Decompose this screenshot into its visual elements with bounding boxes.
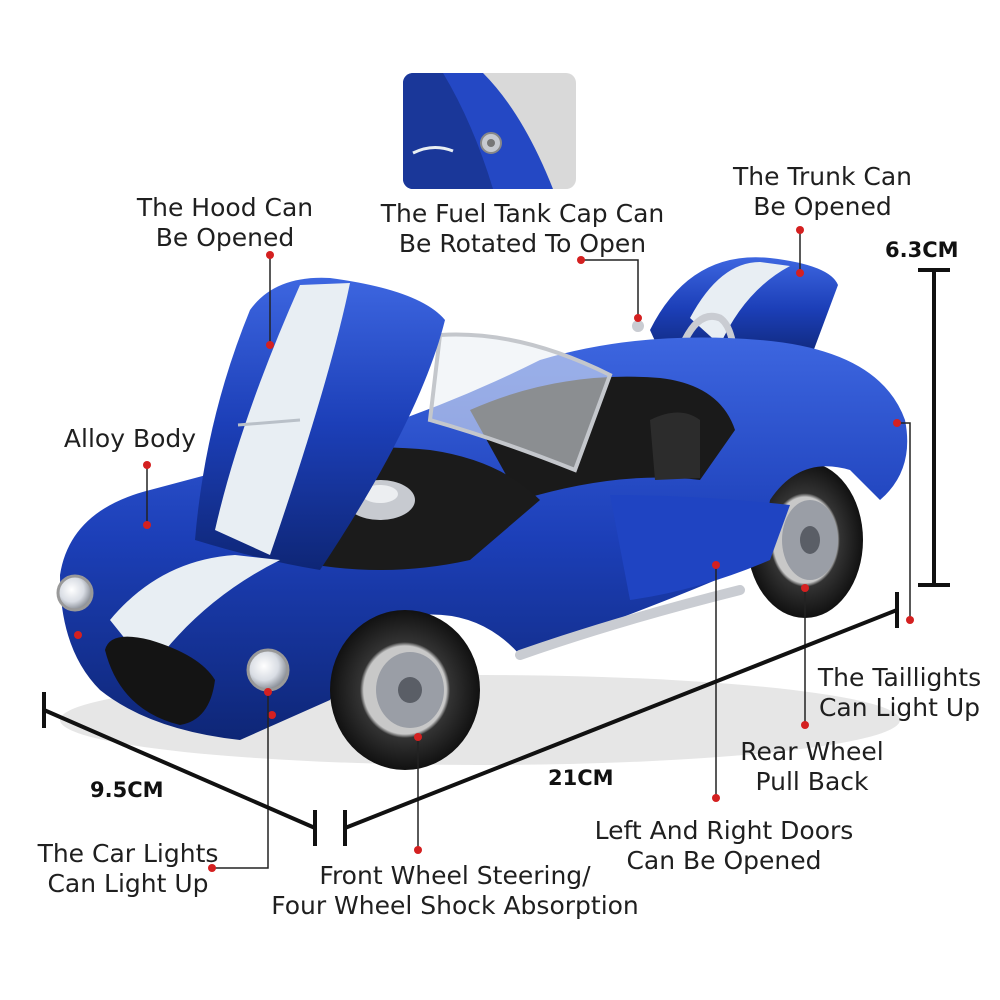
- hood-label: The Hood Can Be Opened: [120, 193, 330, 253]
- rear-wheel-label-line2: Pull Back: [755, 767, 869, 796]
- fuel-cap: [632, 320, 644, 332]
- dimension-length-line: [343, 592, 899, 846]
- trunk-label: The Trunk Can Be Opened: [715, 162, 930, 222]
- doors-label: Left And Right Doors Can Be Opened: [578, 816, 870, 876]
- fuel-label-line1: The Fuel Tank Cap Can: [380, 199, 665, 228]
- left-headlight: [56, 574, 94, 612]
- front-wheel-label-line1: Front Wheel Steering/: [319, 861, 591, 890]
- hood-label-line2: Be Opened: [155, 223, 295, 252]
- trunk-label-line2: Be Opened: [753, 192, 892, 221]
- dimension-height-text: 6.3CM: [885, 238, 959, 262]
- side-exhaust: [515, 585, 745, 660]
- grille: [105, 636, 215, 725]
- front-wheel: [330, 610, 480, 770]
- alloy-label: Alloy Body: [63, 424, 197, 453]
- car-lights-label: The Car Lights Can Light Up: [22, 839, 234, 899]
- front-wheel-label-line2: Four Wheel Shock Absorption: [271, 891, 639, 920]
- windshield: [427, 332, 613, 473]
- callout-lines: [146, 230, 911, 869]
- car-lights-label-line2: Can Light Up: [47, 869, 209, 898]
- trunk-label-line1: The Trunk Can: [732, 162, 913, 191]
- dimension-length-text: 21CM: [548, 766, 614, 790]
- doors-label-line2: Can Be Opened: [626, 846, 822, 875]
- dimension-width-line: [42, 692, 317, 846]
- rear-wheel: [747, 462, 863, 618]
- dimension-height-line: [918, 268, 950, 587]
- fuel-label: The Fuel Tank Cap Can Be Rotated To Open: [355, 199, 690, 259]
- trunk-stripe: [690, 262, 790, 345]
- car-lights-label-line1: The Car Lights: [37, 839, 219, 868]
- hood-label-line1: The Hood Can: [136, 193, 314, 222]
- right-headlight: [246, 648, 290, 692]
- rear-wheel-label-line1: Rear Wheel: [740, 737, 884, 766]
- front-wheel-label: Front Wheel Steering/ Four Wheel Shock A…: [245, 861, 665, 921]
- hood-stripe: [215, 283, 350, 555]
- door: [610, 495, 790, 600]
- trunk-lid: [650, 257, 838, 360]
- dimension-width-text: 9.5CM: [90, 778, 164, 802]
- fuel-label-line2: Be Rotated To Open: [398, 229, 647, 258]
- rear-wheel-label: Rear Wheel Pull Back: [722, 737, 902, 797]
- seat: [650, 412, 700, 480]
- taillights-label: The Taillights Can Light Up: [803, 663, 996, 723]
- taillights-label-line1: The Taillights: [817, 663, 982, 692]
- fuel-cap-inset-photo: [403, 73, 576, 189]
- taillights-label-line2: Can Light Up: [818, 693, 981, 722]
- doors-label-line1: Left And Right Doors: [594, 816, 854, 845]
- callout-dots: [143, 226, 914, 872]
